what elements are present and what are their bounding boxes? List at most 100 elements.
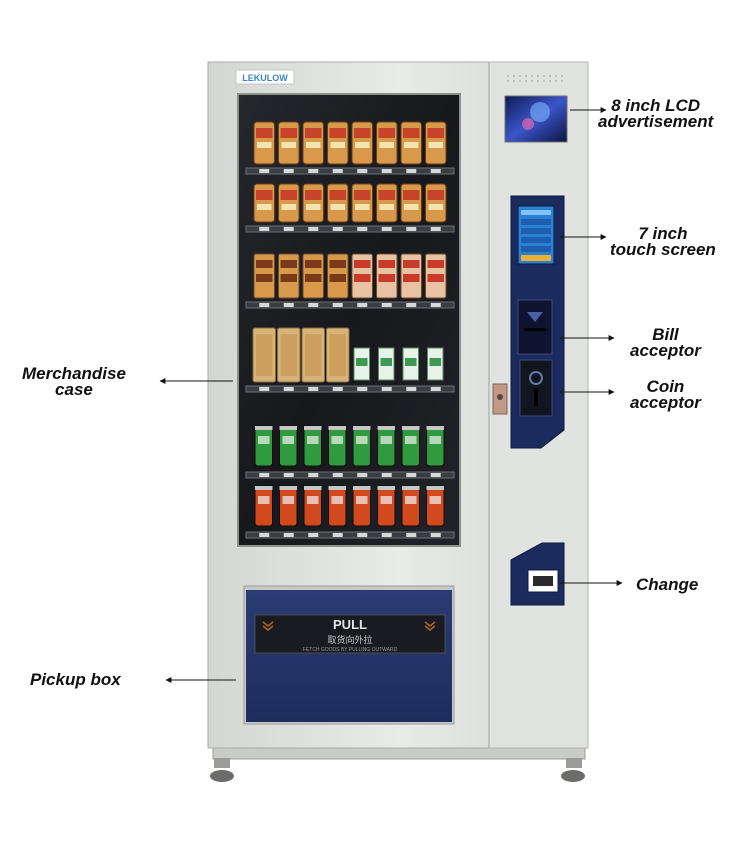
shelf-rail xyxy=(246,472,454,478)
snack-bag-product xyxy=(426,184,447,222)
snack-bag-product xyxy=(377,184,398,222)
sausage-pack-product xyxy=(377,254,398,298)
label-change: Change xyxy=(636,577,698,593)
label-merchandise-case: Merchandise case xyxy=(22,366,126,398)
shelf-price-tag xyxy=(406,473,416,477)
shelf-price-tag xyxy=(259,473,269,477)
snack-bag-product xyxy=(352,184,373,222)
shelf-price-tag xyxy=(284,533,294,537)
sausage-pack-product xyxy=(279,254,300,298)
snack-bag-product xyxy=(328,122,349,164)
shelf-price-tag xyxy=(357,169,367,173)
shelf-price-tag xyxy=(284,169,294,173)
snack-bag-product xyxy=(254,184,275,222)
brand-text: LEKULOW xyxy=(242,73,288,83)
orange-can-product xyxy=(402,486,420,526)
shelf-price-tag xyxy=(431,473,441,477)
pickup-box-door[interactable] xyxy=(246,590,452,722)
label-touch-screen: 7 inch touch screen xyxy=(610,226,716,258)
shelf-price-tag xyxy=(259,533,269,537)
orange-can-product xyxy=(353,486,371,526)
shelf-rail xyxy=(246,168,454,174)
shelf-price-tag xyxy=(284,303,294,307)
shelf-rail xyxy=(246,532,454,538)
shelf-price-tag xyxy=(382,473,392,477)
label-pickup-box: Pickup box xyxy=(30,672,121,688)
shelf-price-tag xyxy=(284,227,294,231)
shelf-rail xyxy=(246,302,454,308)
label-bill-acceptor: Bill acceptor xyxy=(630,327,701,359)
shelf-price-tag xyxy=(357,473,367,477)
label-lcd-advertisement: 8 inch LCD advertisement xyxy=(598,98,713,130)
shelf-price-tag xyxy=(382,227,392,231)
bread-pack-product xyxy=(278,328,301,382)
shelf-price-tag xyxy=(431,169,441,173)
shelf-price-tag xyxy=(259,387,269,391)
snack-bag-product xyxy=(426,122,447,164)
green-can-product xyxy=(329,426,347,466)
green-can-product xyxy=(402,426,420,466)
bill-acceptor[interactable] xyxy=(518,300,552,354)
shelf-price-tag xyxy=(333,169,343,173)
sausage-pack-product xyxy=(303,254,324,298)
green-can-product xyxy=(378,426,396,466)
shelf-price-tag xyxy=(357,387,367,391)
shelf-price-tag xyxy=(406,227,416,231)
shelf-price-tag xyxy=(333,387,343,391)
snack-bag-product xyxy=(303,122,324,164)
label-coin-acceptor: Coin acceptor xyxy=(630,379,701,411)
shelf-price-tag xyxy=(259,169,269,173)
shelf-price-tag xyxy=(333,473,343,477)
shelf-price-tag xyxy=(357,303,367,307)
sausage-pack-product xyxy=(254,254,275,298)
green-can-product xyxy=(280,426,298,466)
machine-feet xyxy=(210,745,585,782)
orange-can-product xyxy=(255,486,273,526)
green-can-product xyxy=(427,426,445,466)
green-can-product xyxy=(304,426,322,466)
shelf-price-tag xyxy=(333,533,343,537)
shelf-price-tag xyxy=(308,533,318,537)
shelf-price-tag xyxy=(382,387,392,391)
snack-bag-product xyxy=(401,122,422,164)
snack-bag-product xyxy=(377,122,398,164)
drink-box-product xyxy=(428,348,444,380)
shelf-price-tag xyxy=(308,227,318,231)
shelf-price-tag xyxy=(308,169,318,173)
shelf-price-tag xyxy=(406,169,416,173)
sausage-pack-product xyxy=(401,254,422,298)
snack-bag-product xyxy=(254,122,275,164)
snack-bag-product xyxy=(279,122,300,164)
sausage-pack-product xyxy=(328,254,349,298)
shelf-price-tag xyxy=(431,387,441,391)
shelf-price-tag xyxy=(382,533,392,537)
shelf-price-tag xyxy=(431,533,441,537)
sausage-pack-product xyxy=(426,254,447,298)
shelf-price-tag xyxy=(406,533,416,537)
orange-can-product xyxy=(378,486,396,526)
shelf-price-tag xyxy=(382,303,392,307)
pull-english-text: FETCH GOODS BY PULLING OUTWARD xyxy=(303,647,398,653)
shelf-price-tag xyxy=(406,387,416,391)
shelf-price-tag xyxy=(357,227,367,231)
pull-chinese-text: 取货向外拉 xyxy=(327,634,372,646)
pull-text: PULL xyxy=(333,617,367,632)
shelf-price-tag xyxy=(333,303,343,307)
shelf-price-tag xyxy=(431,303,441,307)
snack-bag-product xyxy=(352,122,373,164)
shelf-price-tag xyxy=(308,473,318,477)
shelf-price-tag xyxy=(259,227,269,231)
shelf-price-tag xyxy=(357,533,367,537)
snack-bag-product xyxy=(279,184,300,222)
bread-pack-product xyxy=(302,328,325,382)
drink-box-product xyxy=(354,348,370,380)
snack-bag-product xyxy=(401,184,422,222)
orange-can-product xyxy=(280,486,298,526)
orange-can-product xyxy=(427,486,445,526)
bread-pack-product xyxy=(327,328,350,382)
orange-can-product xyxy=(304,486,322,526)
shelf-price-tag xyxy=(382,169,392,173)
snack-bag-product xyxy=(328,184,349,222)
shelf-price-tag xyxy=(431,227,441,231)
green-can-product xyxy=(255,426,273,466)
